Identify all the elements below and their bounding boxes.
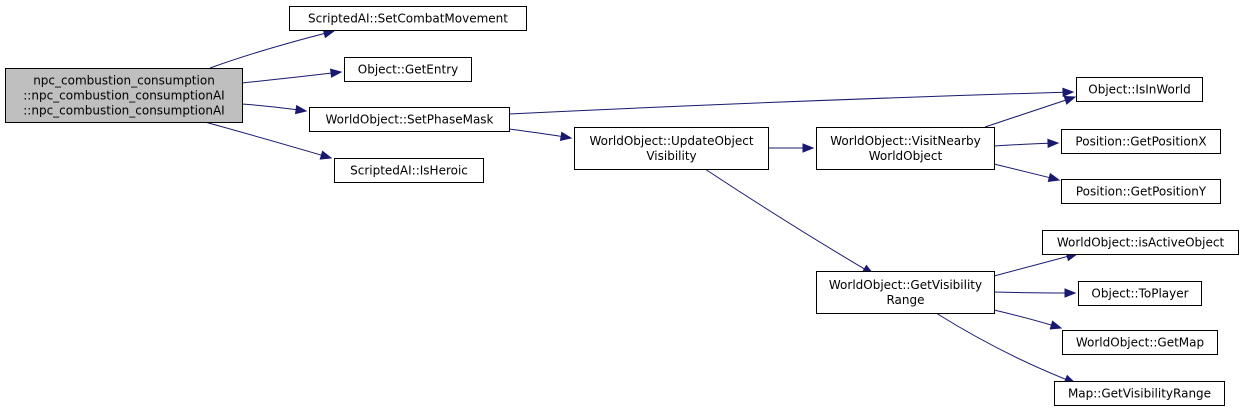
node-box-ToPlayer — [1078, 281, 1202, 306]
edge-VisitNearbyWorldObject-to-GetPositionX-arrowhead — [1047, 138, 1060, 149]
edge-SetPhaseMask-to-IsInWorld-arrowhead — [1062, 87, 1075, 98]
node-ToPlayer[interactable]: Object::ToPlayer — [1078, 281, 1202, 306]
node-box-GetPositionX — [1061, 129, 1221, 154]
edge-GetVisibilityRange-to-isActiveObject — [993, 252, 1079, 277]
node-IsInWorld[interactable]: Object::IsInWorld — [1076, 77, 1203, 102]
edge-VisitNearbyWorldObject-to-GetPositionX-line — [993, 142, 1050, 147]
node-label-GetPositionY-line1: Position::GetPositionY — [1076, 185, 1207, 199]
node-label-UpdateObjectVisibility-line2: Visibility — [646, 149, 696, 163]
node-SetCombatMovement[interactable]: ScriptedAI::SetCombatMovement — [289, 6, 527, 31]
edge-npc_ctor-to-GetEntry-arrowhead — [330, 68, 343, 78]
node-label-MapGetVisibilityRange-line1: Map::GetVisibilityRange — [1068, 387, 1211, 401]
node-box-GetVisibilityRange — [816, 271, 995, 314]
node-MapGetVisibilityRange[interactable]: Map::GetVisibilityRange — [1054, 381, 1225, 406]
node-box-IsInWorld — [1076, 77, 1203, 102]
edge-GetVisibilityRange-to-MapGetVisibilityRange-line — [935, 312, 1067, 381]
edge-VisitNearbyWorldObject-to-GetPositionY — [993, 163, 1061, 183]
edge-VisitNearbyWorldObject-to-IsInWorld-arrowhead — [1063, 95, 1077, 105]
node-label-SetCombatMovement-line1: ScriptedAI::SetCombatMovement — [308, 12, 508, 26]
node-box-IsHeroic — [334, 158, 484, 183]
edge-SetPhaseMask-to-UpdateObjectVisibility — [508, 128, 573, 142]
node-GetVisibilityRange[interactable]: WorldObject::GetVisibilityRange — [816, 271, 995, 314]
node-label-npc_ctor-line2: ::npc_combustion_consumptionAI — [23, 89, 224, 103]
node-isActiveObject[interactable]: WorldObject::isActiveObject — [1042, 230, 1239, 255]
edge-npc_ctor-to-IsHeroic-arrowhead — [319, 150, 333, 160]
node-IsHeroic[interactable]: ScriptedAI::IsHeroic — [334, 158, 484, 183]
node-box-isActiveObject — [1042, 230, 1239, 255]
edge-UpdateObjectVisibility-to-VisitNearbyWorldObject — [768, 143, 815, 153]
edge-VisitNearbyWorldObject-to-IsInWorld — [984, 95, 1077, 128]
node-box-GetEntry — [344, 57, 472, 82]
edge-GetVisibilityRange-to-isActiveObject-line — [993, 255, 1069, 277]
node-label-npc_ctor-line3: ::npc_combustion_consumptionAI — [23, 104, 224, 118]
edge-npc_ctor-to-SetPhaseMask-line — [241, 103, 298, 111]
node-box-UpdateObjectVisibility — [574, 127, 769, 170]
edge-npc_ctor-to-SetPhaseMask-arrowhead — [294, 104, 308, 115]
node-label-SetPhaseMask-line1: WorldObject::SetPhaseMask — [326, 113, 494, 127]
edge-SetPhaseMask-to-UpdateObjectVisibility-line — [508, 128, 563, 138]
node-box-SetCombatMovement — [289, 6, 527, 31]
node-box-GetPositionY — [1061, 179, 1221, 204]
edge-GetVisibilityRange-to-ToPlayer — [993, 288, 1077, 298]
node-label-GetVisibilityRange-line1: WorldObject::GetVisibility — [829, 278, 982, 292]
edge-VisitNearbyWorldObject-to-GetPositionY-line — [993, 163, 1051, 179]
node-box-SetPhaseMask — [309, 107, 510, 132]
node-label-isActiveObject-line1: WorldObject::isActiveObject — [1057, 236, 1225, 250]
node-label-ToPlayer-line1: Object::ToPlayer — [1091, 287, 1188, 301]
node-GetPositionX[interactable]: Position::GetPositionX — [1061, 129, 1221, 154]
edge-npc_ctor-to-IsHeroic — [204, 121, 333, 160]
edge-npc_ctor-to-GetEntry — [241, 68, 343, 84]
node-label-npc_ctor-line1: npc_combustion_consumption — [33, 74, 215, 88]
edges-layer — [204, 29, 1079, 384]
nodes-layer: npc_combustion_consumption::npc_combusti… — [5, 6, 1239, 406]
node-GetEntry[interactable]: Object::GetEntry — [344, 57, 472, 82]
node-label-IsInWorld-line1: Object::IsInWorld — [1088, 83, 1191, 97]
edge-VisitNearbyWorldObject-to-IsInWorld-line — [984, 99, 1067, 128]
node-GetPositionY[interactable]: Position::GetPositionY — [1061, 179, 1221, 204]
edge-npc_ctor-to-SetPhaseMask — [241, 103, 308, 115]
edge-SetPhaseMask-to-UpdateObjectVisibility-arrowhead — [559, 131, 573, 142]
node-label-VisitNearbyWorldObject-line1: WorldObject::VisitNearby — [830, 134, 981, 148]
node-label-GetMap-line1: WorldObject::GetMap — [1076, 336, 1204, 350]
edge-GetVisibilityRange-to-GetMap — [993, 309, 1063, 330]
edge-VisitNearbyWorldObject-to-GetPositionY-arrowhead — [1047, 172, 1061, 183]
edge-npc_ctor-to-IsHeroic-line — [204, 121, 323, 156]
edge-UpdateObjectVisibility-to-GetVisibilityRange — [704, 168, 875, 275]
node-box-GetMap — [1062, 330, 1218, 355]
edge-GetVisibilityRange-to-ToPlayer-arrowhead — [1064, 288, 1077, 298]
node-npc_ctor[interactable]: npc_combustion_consumption::npc_combusti… — [5, 68, 243, 123]
edge-UpdateObjectVisibility-to-VisitNearbyWorldObject-arrowhead — [802, 143, 815, 153]
node-label-UpdateObjectVisibility-line1: WorldObject::UpdateObject — [589, 134, 753, 148]
edge-npc_ctor-to-GetEntry-line — [241, 72, 333, 84]
node-box-npc_ctor — [5, 68, 243, 123]
edge-SetPhaseMask-to-IsInWorld — [508, 87, 1075, 115]
edge-SetPhaseMask-to-IsInWorld-line — [508, 91, 1065, 115]
node-label-GetPositionX-line1: Position::GetPositionX — [1075, 135, 1206, 149]
edge-GetVisibilityRange-to-GetMap-line — [993, 309, 1053, 326]
node-label-GetVisibilityRange-line2: Range — [886, 293, 924, 307]
edge-GetVisibilityRange-to-ToPlayer-line — [993, 291, 1067, 294]
node-SetPhaseMask[interactable]: WorldObject::SetPhaseMask — [309, 107, 510, 132]
node-GetMap[interactable]: WorldObject::GetMap — [1062, 330, 1218, 355]
edge-VisitNearbyWorldObject-to-GetPositionX — [993, 138, 1060, 149]
edge-GetVisibilityRange-to-GetMap-arrowhead — [1049, 320, 1063, 330]
node-label-VisitNearbyWorldObject-line2: WorldObject — [869, 149, 943, 163]
edge-UpdateObjectVisibility-to-GetVisibilityRange-line — [704, 168, 866, 270]
node-label-GetEntry-line1: Object::GetEntry — [358, 63, 458, 77]
node-label-IsHeroic-line1: ScriptedAI::IsHeroic — [350, 164, 468, 178]
node-box-MapGetVisibilityRange — [1054, 381, 1225, 406]
node-box-VisitNearbyWorldObject — [816, 127, 995, 170]
edge-npc_ctor-to-SetCombatMovement-line — [209, 32, 326, 69]
edge-npc_ctor-to-SetCombatMovement — [209, 29, 336, 69]
